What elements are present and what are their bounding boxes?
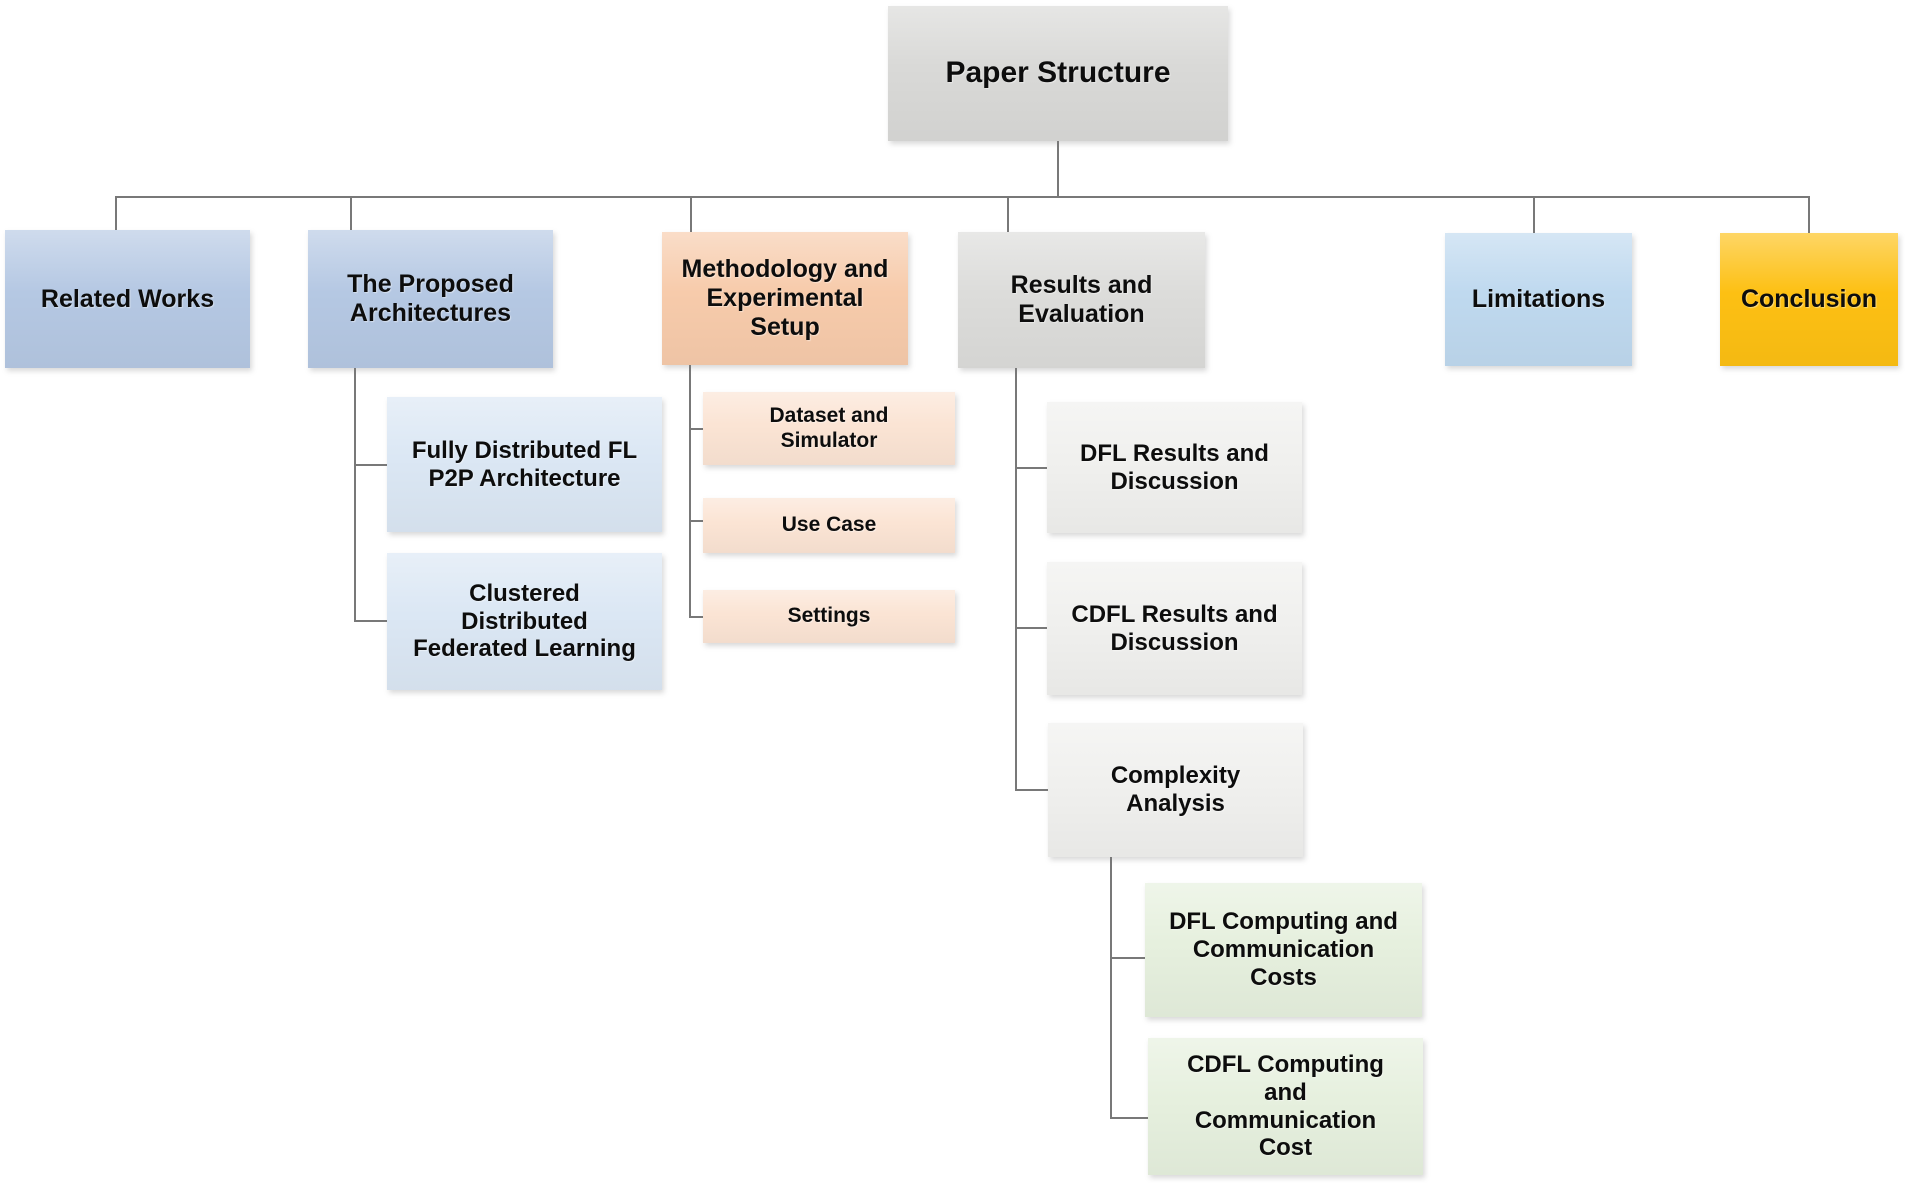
connector-line — [1110, 857, 1112, 1119]
connector-line — [354, 464, 387, 466]
connector-line — [1015, 467, 1047, 469]
node-related-works: Related Works — [5, 230, 250, 368]
connector-line — [1015, 789, 1048, 791]
node-proposed-architectures: The Proposed Architectures — [308, 230, 553, 368]
connector-line — [354, 368, 356, 622]
node-results-evaluation: Results and Evaluation — [958, 232, 1205, 368]
connector-line — [115, 196, 117, 231]
connector-line — [1110, 1117, 1148, 1119]
connector-line — [689, 520, 703, 522]
node-dfl-computing-communication-costs: DFL Computing and Communication Costs — [1145, 883, 1422, 1017]
connector-line — [350, 196, 352, 231]
connector-line — [690, 196, 692, 233]
node-dfl-results-discussion: DFL Results and Discussion — [1047, 402, 1302, 533]
node-paper-structure: Paper Structure — [888, 6, 1228, 141]
connector-line — [689, 365, 691, 618]
connector-line — [1015, 627, 1047, 629]
node-cdfl-computing-communication-cost: CDFL Computing and Communication Cost — [1148, 1038, 1423, 1175]
node-use-case: Use Case — [703, 498, 955, 553]
node-settings: Settings — [703, 590, 955, 643]
connector-line — [1808, 196, 1810, 234]
connector-line — [1057, 141, 1059, 197]
node-complexity-analysis: Complexity Analysis — [1048, 723, 1303, 857]
connector-line — [1015, 368, 1017, 791]
connector-line — [1110, 957, 1145, 959]
connector-line — [354, 620, 387, 622]
connector-line — [1007, 196, 1009, 233]
connector-line — [1533, 196, 1535, 234]
connector-line — [689, 428, 703, 430]
node-dataset-simulator: Dataset and Simulator — [703, 392, 955, 465]
node-clustered-distributed-federated-learning: Clustered Distributed Federated Learning — [387, 553, 662, 690]
node-limitations: Limitations — [1445, 233, 1632, 366]
node-conclusion: Conclusion — [1720, 233, 1898, 366]
connector-line — [115, 196, 1809, 198]
node-fully-distributed-fl-p2p: Fully Distributed FL P2P Architecture — [387, 397, 662, 532]
node-methodology-experimental-setup: Methodology and Experimental Setup — [662, 232, 908, 365]
connector-line — [689, 616, 703, 618]
node-cdfl-results-discussion: CDFL Results and Discussion — [1047, 562, 1302, 695]
